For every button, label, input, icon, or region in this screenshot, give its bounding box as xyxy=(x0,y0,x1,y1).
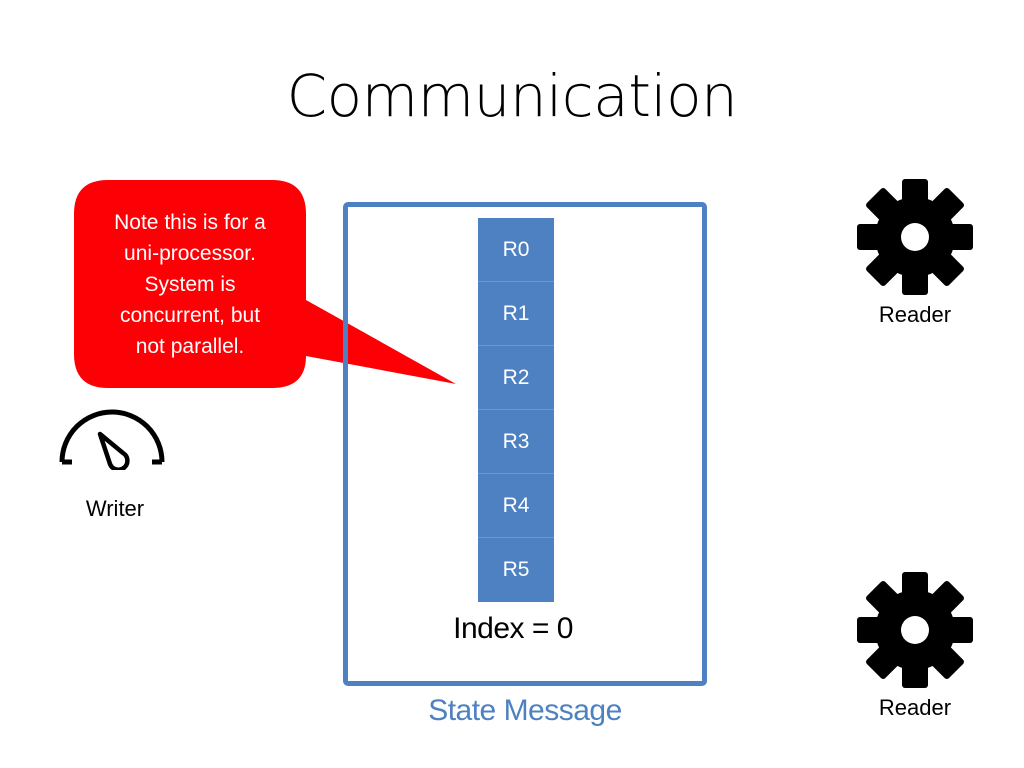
register-r4: R4 xyxy=(478,474,554,538)
callout-text: Note this is for a uni-processor. System… xyxy=(74,207,306,362)
register-r5: R5 xyxy=(478,538,554,602)
register-r0: R0 xyxy=(478,218,554,282)
callout-line: Note this is for a xyxy=(114,211,266,234)
callout-line: not parallel. xyxy=(135,335,245,358)
register-column: R0 R1 R2 R3 R4 R5 xyxy=(478,218,554,602)
reader-label: Reader xyxy=(878,302,952,327)
callout-line: System is xyxy=(144,273,236,296)
index-label: Index = 0 xyxy=(453,612,573,645)
reader-label: Reader xyxy=(878,695,952,720)
state-message-caption: State Message xyxy=(428,694,622,727)
gear-icon xyxy=(857,572,973,688)
state-message-box xyxy=(343,202,707,686)
register-r2: R2 xyxy=(478,346,554,410)
writer-label: Writer xyxy=(85,496,145,521)
gauge-icon xyxy=(59,409,165,470)
slide-title: Communication xyxy=(286,62,738,130)
gear-icon xyxy=(857,179,973,295)
callout-line: concurrent, but xyxy=(119,304,261,327)
register-r3: R3 xyxy=(478,410,554,474)
callout-line: uni-processor. xyxy=(124,242,256,265)
register-r1: R1 xyxy=(478,282,554,346)
